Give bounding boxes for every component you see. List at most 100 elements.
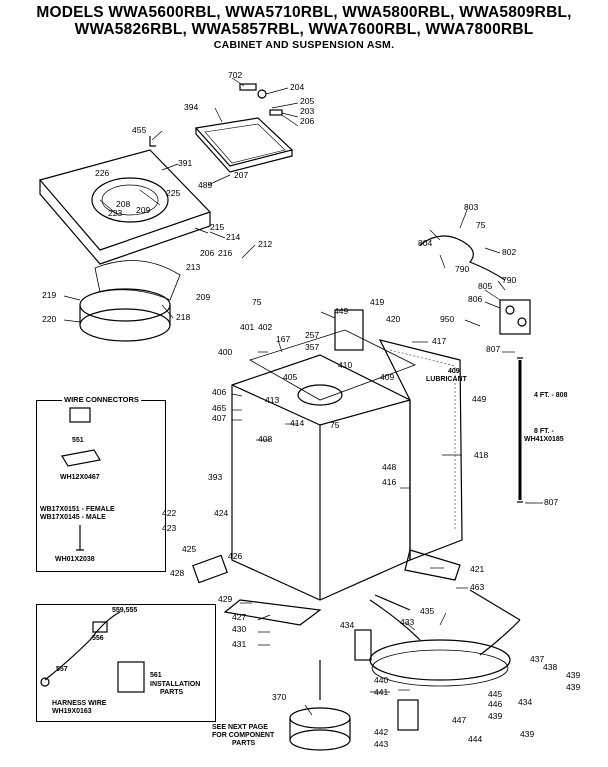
part-number-label: 443 [374,739,388,749]
part-number-label: 418 [474,450,488,460]
label-4ft-hose: 4 FT. - 808 [534,392,568,399]
connector-wh01x2038 [76,525,84,551]
label-see-next-3: PARTS [232,740,256,747]
part-number-label: 75 [476,220,486,230]
part-number-label: 220 [42,314,56,324]
part-number-label: 803 [464,202,478,212]
part-number-label: 413 [265,395,279,405]
part-number-label: 215 [210,222,224,232]
part-number-label: 419 [370,297,384,307]
cabinet-top-panel [38,149,212,265]
connector-551 [69,407,91,423]
part-number-label: 401 [240,322,254,332]
part-number-label: 448 [382,462,396,472]
part-number-label: 439 [566,682,580,692]
part-number-label: 426 [228,551,242,561]
part-number-label: 213 [186,262,200,272]
part-number-label: 439 [566,670,580,680]
part-number-label: 439 [520,729,534,739]
part-number-label: 391 [178,158,192,168]
part-number-label: 208 [116,199,130,209]
part-number-label: 219 [42,290,56,300]
label-parts: PARTS [160,689,184,696]
part-number-label: 218 [176,312,190,322]
part-number-label: 167 [276,334,290,344]
part-number-label: 393 [208,472,222,482]
label-installation: INSTALLATION [150,681,201,688]
washer-lid [194,117,294,173]
rear-panel [378,339,463,561]
label-557: 557 [56,666,68,673]
part-number-label: 357 [305,342,319,352]
part-number-label: 790 [502,275,516,285]
label-556: 556 [92,635,104,642]
wire-connectors-title: WIRE CONNECTORS [62,395,141,404]
part-number-label: 446 [488,699,502,709]
part-number-label: 449 [334,306,348,316]
part-number-label: 420 [386,314,400,324]
label-female-connector: WB17X0151 - FEMALE [40,506,115,513]
part-number-label: 203 [300,106,314,116]
part-number-label: 445 [488,689,502,699]
part-number-label: 422 [162,508,176,518]
part-number-label: 223 [108,208,122,218]
part-number-label: 434 [518,697,532,707]
part-number-label: 702 [228,70,242,80]
part-number-label: 455 [132,125,146,135]
connector-wh12x0467 [61,449,101,467]
part-number-label: 408 [258,434,272,444]
label-harness-wire: HARNESS WIRE [52,700,107,707]
label-harness-part: WH19X0163 [52,708,92,715]
part-number-label: 804 [418,238,432,248]
part-number-label: 409 [380,372,394,382]
part-number-label: 226 [95,168,109,178]
part-number-label: 463 [470,582,484,592]
label-8ft-hose: 8 FT. - [534,428,554,435]
label-8ft-hose-part: WH41X0185 [524,436,564,443]
label-see-next-1: SEE NEXT PAGE [212,724,268,731]
part-number-label: 206 [200,248,214,258]
part-number-label: 802 [502,247,516,257]
part-number-label: 206 [300,116,314,126]
part-number-label: 950 [440,314,454,324]
part-number-label: 427 [232,612,246,622]
part-number-label: 370 [272,692,286,702]
part-number-label: 438 [543,662,557,672]
part-number-label: 430 [232,624,246,634]
label-551: 551 [72,437,84,444]
part-number-label: 439 [488,711,502,721]
part-number-label: 75 [330,420,340,430]
part-number-label: 209 [136,205,150,215]
base-plate [223,599,322,626]
part-number-label: 207 [234,170,248,180]
part-number-label: 805 [478,281,492,291]
label-see-next-2: FOR COMPONENT [212,732,275,739]
part-number-label: 449 [472,394,486,404]
title-line-1: MODELS WWA5600RBL, WWA5710RBL, WWA5800RB… [36,4,572,21]
part-number-label: 416 [382,477,396,487]
label-wh01x2038: WH01X2038 [55,556,95,563]
harness-install-box [36,604,216,722]
part-number-label: 205 [300,96,314,106]
bracket-434 [354,629,372,661]
part-number-label: 406 [212,387,226,397]
part-702 [239,83,257,91]
wire-harness-top [419,235,506,281]
part-number-label: 434 [340,620,354,630]
label-wh12x0467: WH12X0467 [60,474,100,481]
part-number-label: 421 [470,564,484,574]
label-lubricant: LUBRICANT [426,376,467,383]
part-number-label: 204 [290,82,304,92]
tub-cover-ring [79,260,181,342]
installation-parts [117,661,145,693]
part-number-label: 425 [182,544,196,554]
part-number-label: 447 [452,715,466,725]
part-number-label: 465 [212,403,226,413]
part-number-label: 806 [468,294,482,304]
part-number-label: 807 [544,497,558,507]
part-number-label: 212 [258,239,272,249]
water-valve [499,299,531,335]
part-number-label: 444 [468,734,482,744]
label-409: 409 [448,368,460,375]
